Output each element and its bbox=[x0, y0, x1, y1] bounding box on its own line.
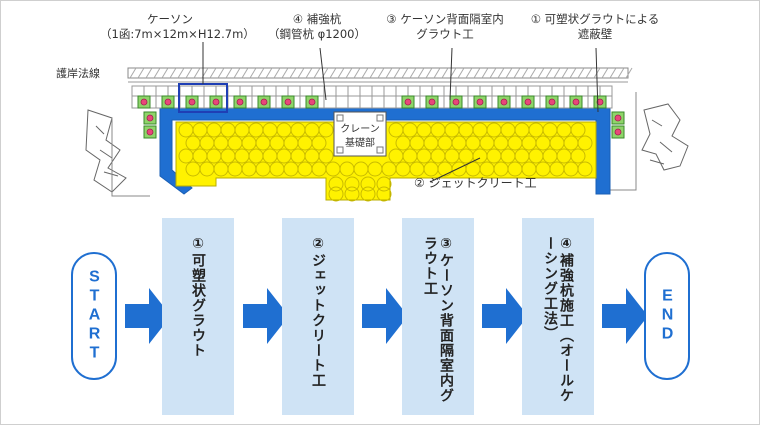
backfill-label-line1: ③ ケーソン背面隔室内 bbox=[386, 12, 504, 26]
pile-label-line2: （鋼管杭 φ1200） bbox=[267, 27, 366, 41]
caisson-label: ケーソン （1函:7m×12m×H12.7m） bbox=[100, 12, 255, 42]
step-1-panel: ①可塑状グラウト bbox=[162, 218, 234, 415]
pile-label-line1: ④ 補強杭 bbox=[292, 12, 342, 26]
process-flow: START ①可塑状グラウト ②ジェットクリート工 ③ケーソン背面隔室内グラウト… bbox=[0, 210, 760, 425]
caisson-row bbox=[131, 85, 625, 139]
pile-label: ④ 補強杭 （鋼管杭 φ1200） bbox=[262, 12, 372, 42]
backfill-leader bbox=[449, 47, 453, 101]
step-2-panel: ②ジェットクリート工 bbox=[282, 218, 354, 415]
caisson-label-line1: ケーソン bbox=[147, 12, 193, 26]
jet-grout-area bbox=[175, 121, 597, 201]
rock-revetment-left bbox=[85, 109, 150, 197]
revetment-label: 護岸法線 bbox=[56, 67, 100, 80]
crane-label-line2: 基礎部 bbox=[345, 136, 375, 149]
jet-leader bbox=[429, 157, 481, 183]
step-2-number: ② bbox=[310, 236, 326, 253]
pile-leader bbox=[319, 47, 327, 101]
step-3-number: ③ bbox=[438, 236, 454, 253]
rock-revetment-right bbox=[606, 92, 689, 191]
end-label: END bbox=[659, 287, 676, 345]
step-4-panel: ④補強杭施工（オールケーシング工法） bbox=[522, 218, 594, 415]
plan-drawing: クレーン 基礎部 bbox=[85, 42, 689, 202]
plastic-grout-label-line2: 遮蔽壁 bbox=[577, 27, 613, 41]
step-2-label: ②ジェットクリート工 bbox=[310, 236, 326, 388]
start-terminal: START bbox=[71, 252, 117, 380]
backfill-label: ③ ケーソン背面隔室内 グラウト工 bbox=[375, 12, 515, 42]
arrow-icon bbox=[125, 288, 171, 344]
backfill-label-line2: グラウト工 bbox=[416, 27, 474, 41]
step-1-number: ① bbox=[190, 236, 206, 253]
start-label: START bbox=[86, 268, 103, 364]
plastic-grout-label: ① 可塑状グラウトによる 遮蔽壁 bbox=[515, 12, 675, 42]
step-3-label: ③ケーソン背面隔室内グラウト工 bbox=[422, 236, 454, 411]
step-4-text: 補強杭施工（オールケーシング工法） bbox=[542, 236, 574, 403]
arrow-icon bbox=[602, 288, 648, 344]
plan-view: ケーソン （1函:7m×12m×H12.7m） ④ 補強杭 （鋼管杭 φ1200… bbox=[0, 0, 760, 210]
end-terminal: END bbox=[644, 252, 690, 380]
step-2-text: ジェットクリート工 bbox=[310, 253, 326, 388]
step-1-label: ①可塑状グラウト bbox=[190, 236, 206, 358]
arrow-icon bbox=[362, 288, 408, 344]
step-4-number: ④ bbox=[558, 236, 574, 253]
step-1-text: 可塑状グラウト bbox=[190, 253, 206, 358]
step-3-panel: ③ケーソン背面隔室内グラウト工 bbox=[402, 218, 474, 415]
step-3-text: ケーソン背面隔室内グラウト工 bbox=[422, 236, 454, 403]
jet-grout-label: ② ジェットクリート工 bbox=[414, 176, 537, 190]
plastic-grout-leader bbox=[595, 47, 599, 113]
arrow-icon bbox=[243, 288, 289, 344]
shielding-wall bbox=[159, 107, 611, 195]
caisson-label-line2: （1函:7m×12m×H12.7m） bbox=[100, 27, 255, 41]
arrow-icon bbox=[482, 288, 528, 344]
crane-label-line1: クレーン bbox=[340, 123, 380, 135]
plastic-grout-label-line1: ① 可塑状グラウトによる bbox=[530, 12, 660, 26]
step-4-label: ④補強杭施工（オールケーシング工法） bbox=[542, 236, 574, 411]
revetment-line bbox=[127, 67, 633, 83]
crane-bolts bbox=[336, 114, 384, 154]
